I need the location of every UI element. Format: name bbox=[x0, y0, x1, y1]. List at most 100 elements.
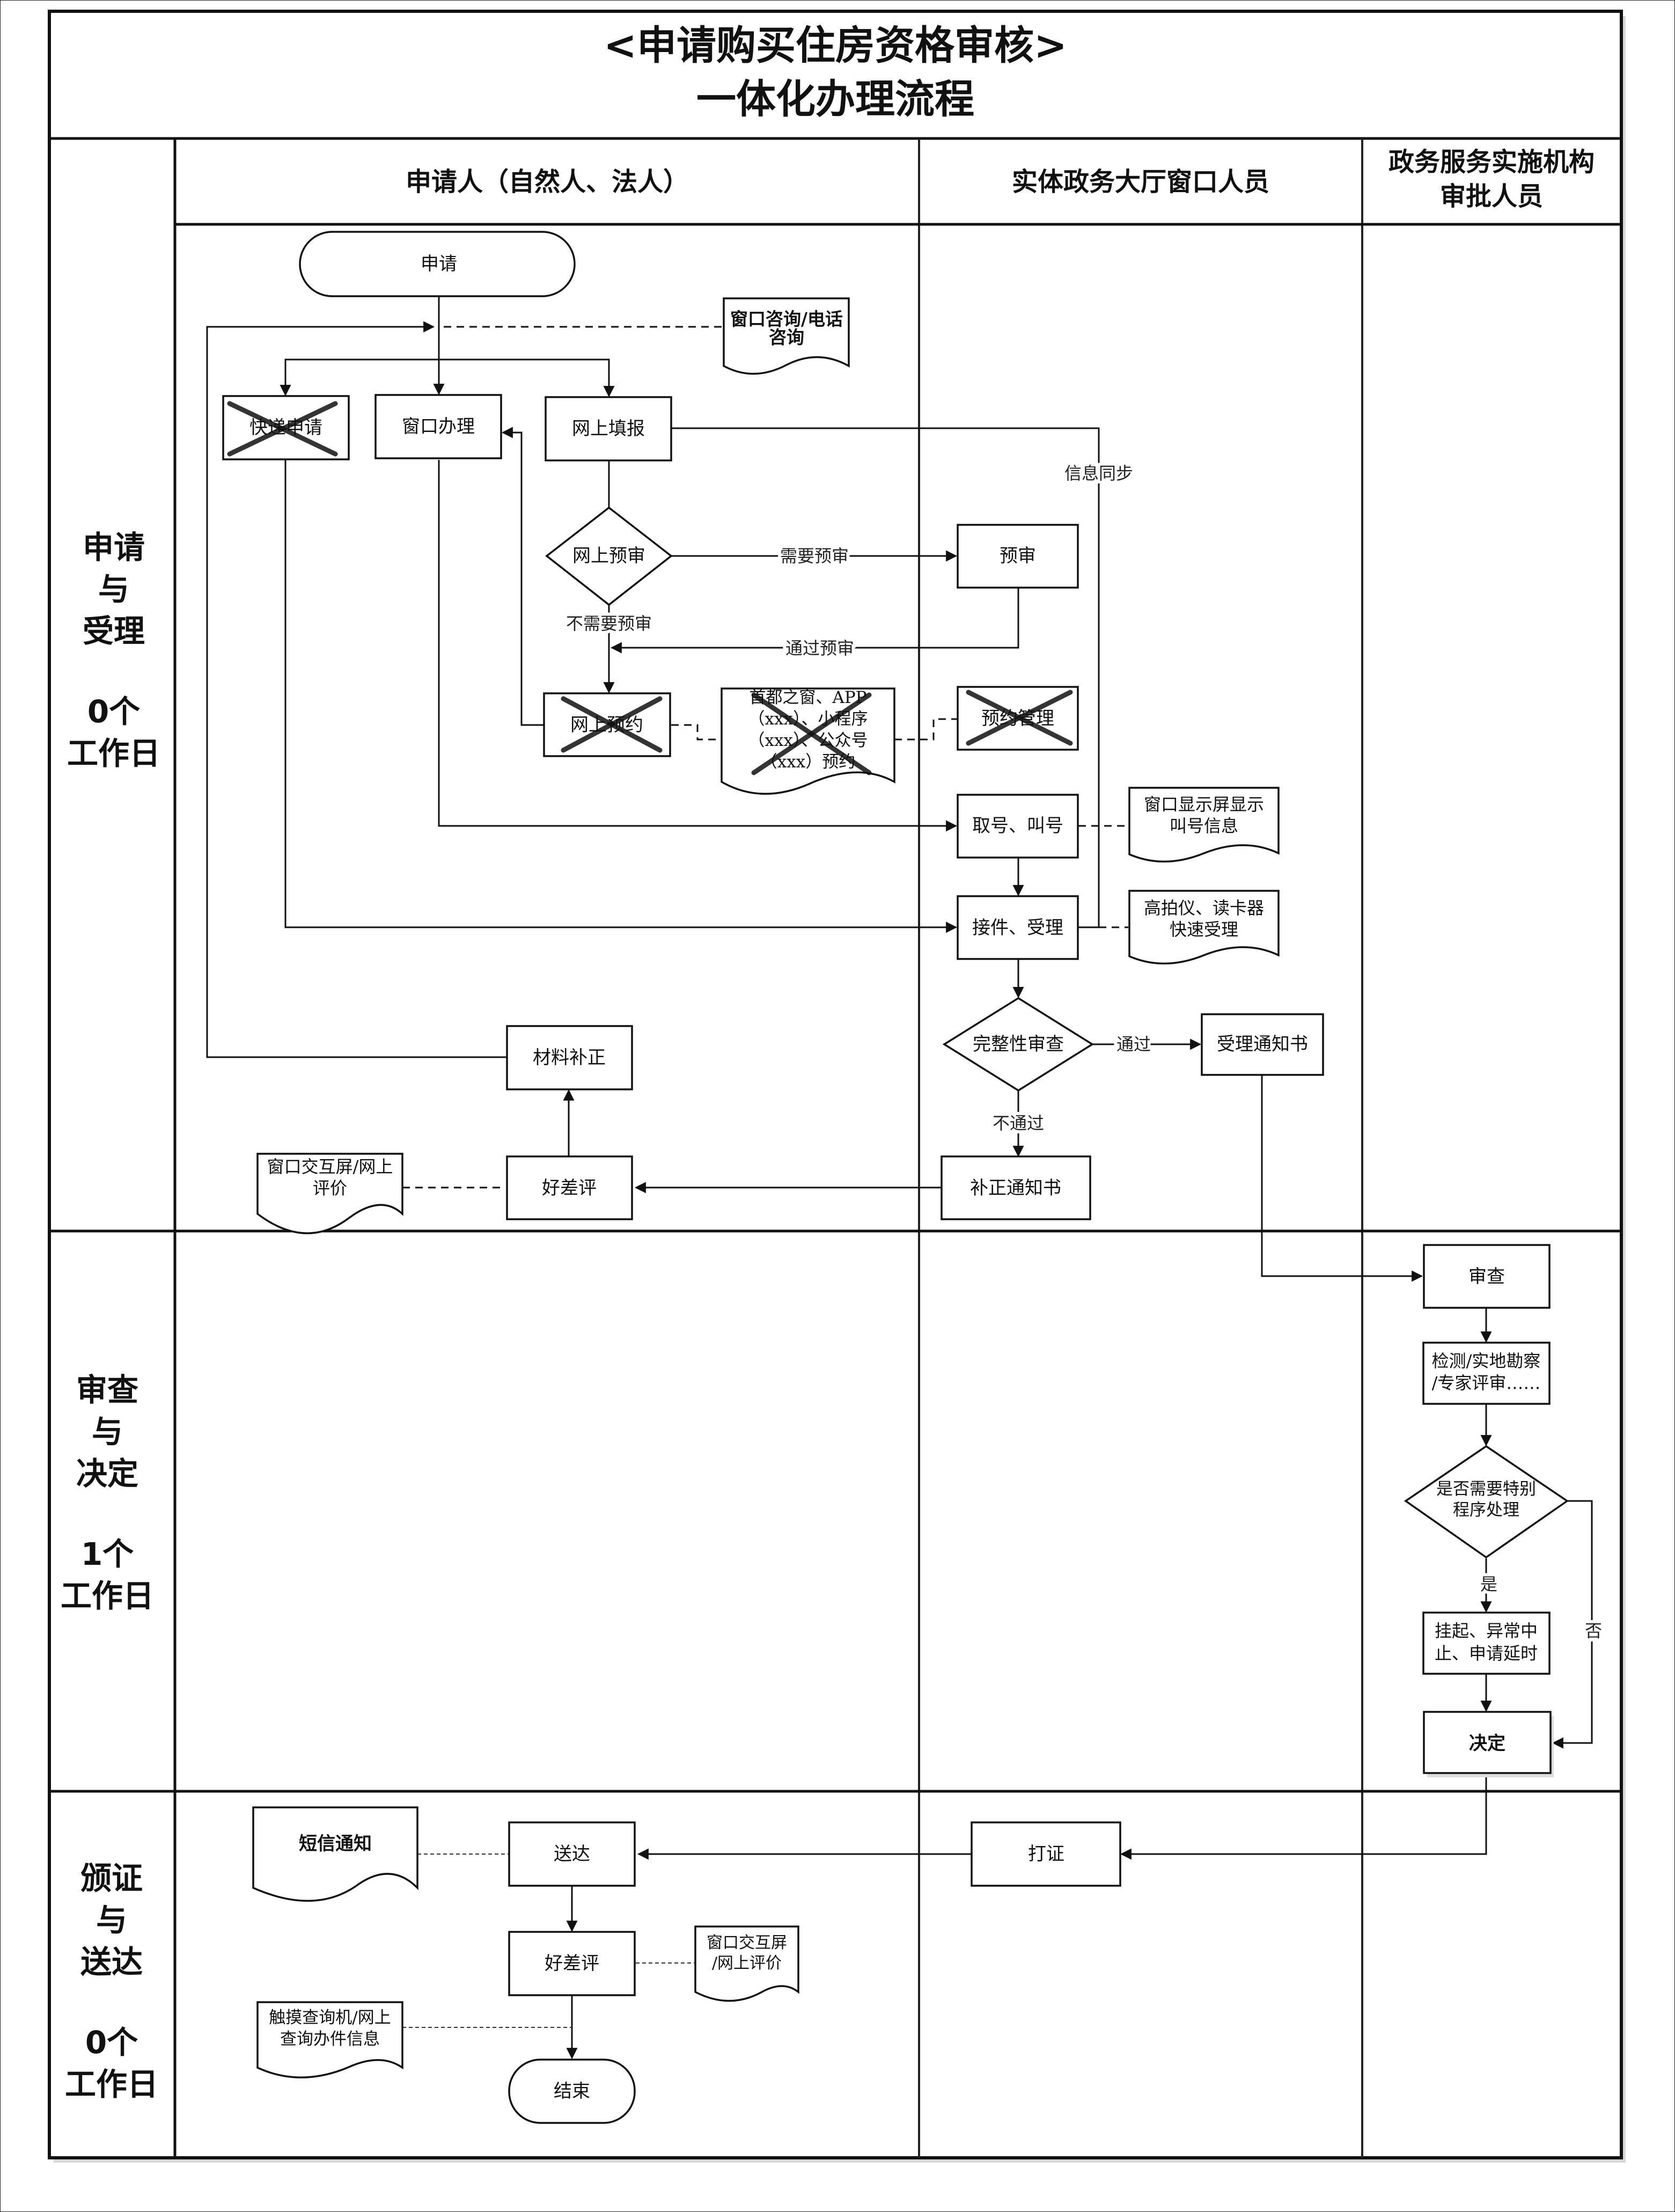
node-start[interactable]: 申请 bbox=[299, 231, 576, 297]
node-label: 受理通知书 bbox=[1217, 1034, 1308, 1055]
phase-duration-unit: 工作日 bbox=[65, 2066, 158, 2103]
node-label: 好差评 bbox=[545, 1953, 599, 1974]
edge-doc-mgmt bbox=[894, 718, 958, 741]
node-accept-notice[interactable]: 受理通知书 bbox=[1201, 1013, 1324, 1076]
node-label: 预审 bbox=[1000, 545, 1036, 567]
node-label: 快速受理 bbox=[1170, 919, 1238, 940]
node-review[interactable]: 审查 bbox=[1423, 1244, 1551, 1309]
node-deliver[interactable]: 送达 bbox=[508, 1821, 636, 1887]
node-completeness[interactable]: 完整性审查 bbox=[942, 997, 1094, 1092]
node-inspect[interactable]: 检测/实地勘察 /专家评审…… bbox=[1422, 1342, 1551, 1405]
node-window-handle[interactable]: 窗口办理 bbox=[374, 394, 502, 459]
edge-decide-to-print bbox=[1120, 1773, 1487, 1860]
title-line-2: 一体化办理流程 bbox=[696, 76, 974, 122]
node-receive[interactable]: 接件、受理 bbox=[957, 895, 1079, 960]
node-label: 窗口交互屏 bbox=[707, 1933, 787, 1952]
node-online-fill[interactable]: 网上填报 bbox=[545, 396, 672, 462]
phase-label-issue: 颁证 与 送达 0个 工作日 bbox=[65, 1860, 158, 2103]
phase-label-line: 颁证 bbox=[80, 1860, 143, 1896]
node-label: 高拍仪、读卡器 bbox=[1144, 898, 1264, 918]
node-take-number[interactable]: 取号、叫号 bbox=[957, 794, 1079, 859]
node-label: 挂起、异常中 bbox=[1435, 1621, 1538, 1641]
node-material-fix[interactable]: 材料补正 bbox=[506, 1025, 633, 1090]
lane-header-window: 实体政务大厅窗口人员 bbox=[1012, 167, 1269, 197]
node-special-decision[interactable]: 是否需要特别 程序处理 bbox=[1404, 1445, 1569, 1559]
node-label: 叫号信息 bbox=[1170, 816, 1238, 836]
phase-label-line: 与 bbox=[98, 571, 129, 607]
phase-duration: 1个 bbox=[81, 1536, 134, 1572]
node-label: 窗口交互屏/网上 bbox=[267, 1156, 393, 1177]
cross-out-icon bbox=[227, 401, 338, 457]
swimlane-grid bbox=[48, 10, 1626, 2163]
node-online-precheck[interactable]: 网上预审 bbox=[545, 506, 673, 606]
cross-out-icon bbox=[751, 692, 872, 775]
node-end[interactable]: 结束 bbox=[508, 2059, 636, 2124]
node-rating-doc-1[interactable]: 窗口交互屏/网上 评价 bbox=[256, 1153, 403, 1234]
node-label: 咨询 bbox=[769, 327, 804, 348]
node-label: 申请 bbox=[421, 253, 457, 275]
node-decide[interactable]: 决定 bbox=[1423, 1711, 1554, 1777]
edge-label-pass-precheck: 通过预审 bbox=[785, 638, 854, 658]
node-precheck[interactable]: 预审 bbox=[957, 524, 1079, 589]
node-consult-doc[interactable]: 窗口咨询/电话 咨询 bbox=[723, 297, 850, 375]
node-label: 材料补正 bbox=[533, 1047, 606, 1068]
node-express-apply[interactable]: 快递申请 bbox=[222, 395, 350, 460]
phase-label-line: 送达 bbox=[80, 1944, 143, 1980]
edge-booking-doc bbox=[671, 724, 722, 741]
edge-material-fix-loop bbox=[206, 321, 507, 1058]
node-display-doc[interactable]: 窗口显示屏显示 叫号信息 bbox=[1128, 787, 1280, 863]
edge-label-pass: 通过 bbox=[1116, 1034, 1151, 1054]
node-online-booking[interactable]: 网上预约 bbox=[543, 692, 671, 757]
cross-out-icon bbox=[561, 696, 663, 753]
outer-frame bbox=[48, 10, 1623, 2159]
edge-express-to-receive bbox=[284, 460, 958, 933]
lane-header-approver-line2: 审批人员 bbox=[1440, 181, 1543, 211]
edge-label-yes: 是 bbox=[1480, 1574, 1497, 1594]
node-label: 结束 bbox=[554, 2081, 590, 2102]
node-label: 程序处理 bbox=[1453, 1500, 1519, 1520]
node-label: /网上评价 bbox=[712, 1954, 782, 1973]
phase-duration: 0个 bbox=[87, 693, 140, 730]
edge-info-sync bbox=[671, 427, 1100, 928]
phase-label-line: 与 bbox=[96, 1902, 127, 1938]
node-label: 窗口显示屏显示 bbox=[1144, 794, 1264, 815]
edge-label-no-precheck: 不需要预审 bbox=[566, 613, 652, 634]
cross-out-icon bbox=[966, 690, 1073, 746]
node-booking-mgmt[interactable]: 预约管理 bbox=[957, 686, 1079, 751]
node-correction-notice[interactable]: 补正通知书 bbox=[941, 1155, 1091, 1220]
node-sms-doc[interactable]: 短信通知 bbox=[252, 1806, 418, 1902]
edge-label-need-precheck: 需要预审 bbox=[780, 546, 849, 566]
edge-label-info-sync: 信息同步 bbox=[1064, 463, 1133, 484]
node-print-cert[interactable]: 打证 bbox=[971, 1821, 1121, 1887]
edge-booking-to-window bbox=[501, 427, 543, 726]
phase-label-line: 决定 bbox=[76, 1455, 138, 1492]
edges: 信息同步 需要预审 不需要预审 通过预审 通过 不通过 bbox=[206, 297, 1605, 2060]
node-label: 决定 bbox=[1469, 1733, 1505, 1754]
node-label: 送达 bbox=[554, 1843, 590, 1865]
node-label: 好差评 bbox=[542, 1177, 597, 1199]
node-label: 补正通知书 bbox=[970, 1177, 1061, 1199]
node-booking-doc[interactable]: 首都之窗、APP （xxx）、小程序 （xxx）、公众号 （xxx）预约 bbox=[721, 687, 895, 795]
node-rating-1[interactable]: 好差评 bbox=[506, 1155, 633, 1220]
node-label: 网上填报 bbox=[572, 418, 645, 440]
node-suspend[interactable]: 挂起、异常中 止、申请延时 bbox=[1422, 1612, 1551, 1675]
phase-label-line: 与 bbox=[92, 1413, 123, 1450]
edge-label-no: 否 bbox=[1585, 1621, 1602, 1641]
node-scanner-doc[interactable]: 高拍仪、读卡器 快速受理 bbox=[1128, 890, 1280, 965]
node-label: 取号、叫号 bbox=[972, 815, 1063, 837]
phase-label-line: 受理 bbox=[83, 613, 145, 649]
node-label: 止、申请延时 bbox=[1435, 1643, 1538, 1664]
node-rating-doc-2[interactable]: 窗口交互屏 /网上评价 bbox=[694, 1925, 799, 2002]
node-rating-2[interactable]: 好差评 bbox=[508, 1931, 636, 1996]
node-label: 接件、受理 bbox=[972, 917, 1063, 939]
node-label: 查询办件信息 bbox=[280, 2030, 380, 2049]
node-query-doc[interactable]: 触摸查询机/网上 查询办件信息 bbox=[256, 2001, 403, 2078]
title-line-1: <申请购买住房资格审核> bbox=[604, 23, 1067, 69]
node-label: 短信通知 bbox=[299, 1833, 372, 1855]
edge-no bbox=[1552, 1500, 1593, 1749]
node-label: 审查 bbox=[1468, 1266, 1505, 1287]
node-label: 触摸查询机/网上 bbox=[269, 2008, 391, 2027]
node-label: /专家评审…… bbox=[1432, 1373, 1541, 1393]
lane-header-applicant: 申请人（自然人、法人） bbox=[406, 167, 689, 197]
